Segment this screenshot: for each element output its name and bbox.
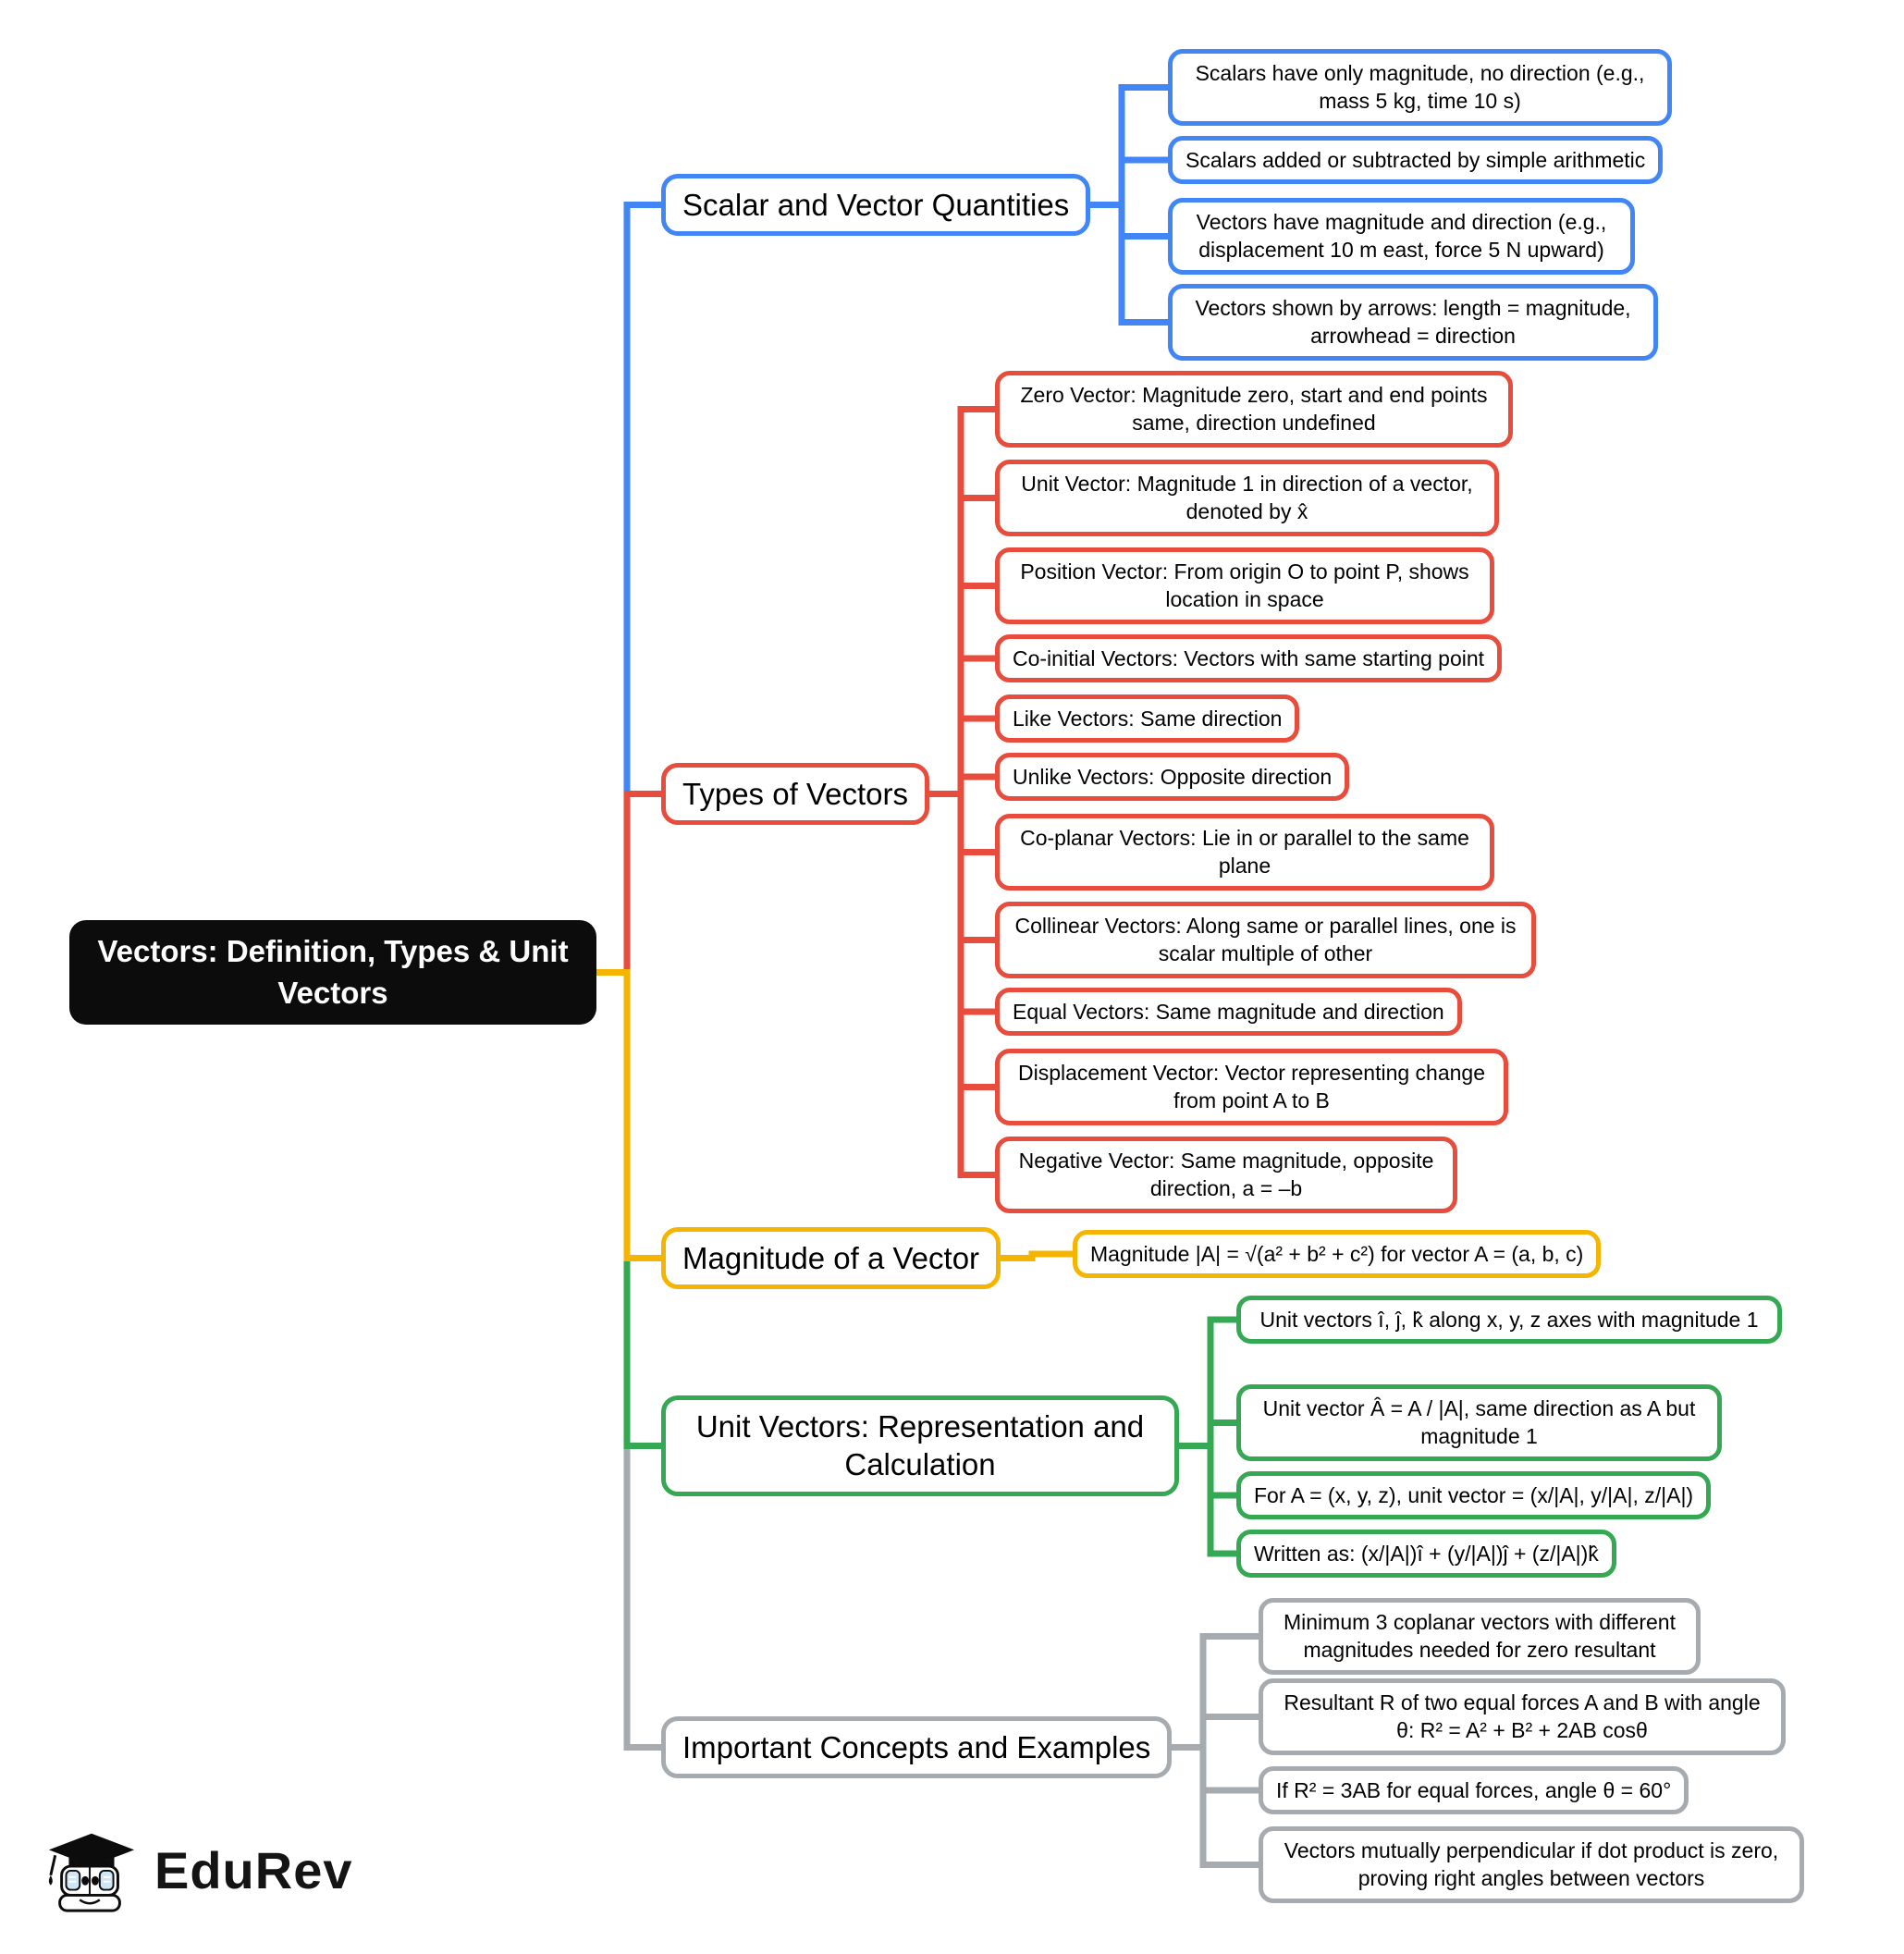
mindmap-child-node: Vectors shown by arrows: length = magnit… xyxy=(1168,284,1658,361)
mindmap-child-node: Collinear Vectors: Along same or paralle… xyxy=(995,902,1536,978)
mindmap-child-node: Equal Vectors: Same magnitude and direct… xyxy=(995,988,1462,1037)
mindmap-child-node: Co-planar Vectors: Lie in or parallel to… xyxy=(995,814,1494,891)
mindmap-child-node: Unit Vector: Magnitude 1 in direction of… xyxy=(995,460,1499,536)
mindmap-child-node: Unit vector Â = A / |A|, same direction … xyxy=(1236,1384,1722,1461)
mindmap-child-node: Minimum 3 coplanar vectors with differen… xyxy=(1259,1598,1701,1675)
mindmap-child-node: If R² = 3AB for equal forces, angle θ = … xyxy=(1259,1766,1689,1815)
edurev-logo[interactable]: EduRev xyxy=(42,1822,353,1919)
mindmap-child-node: Written as: (x/|A|)î + (y/|A|)ĵ + (z/|A|… xyxy=(1236,1530,1616,1579)
mindmap-child-node: Vectors mutually perpendicular if dot pr… xyxy=(1259,1826,1804,1903)
edurev-logo-icon xyxy=(42,1822,141,1919)
branch-label-important-concepts: Important Concepts and Examples xyxy=(661,1716,1173,1779)
mindmap-child-node: Unit vectors î, ĵ, k̂ along x, y, z axes… xyxy=(1236,1296,1782,1345)
branch-label-types-of-vectors: Types of Vectors xyxy=(661,763,929,826)
mindmap-child-node: Scalars have only magnitude, no directio… xyxy=(1168,49,1672,126)
mindmap-child-node: Position Vector: From origin O to point … xyxy=(995,547,1494,624)
mindmap-child-node: Zero Vector: Magnitude zero, start and e… xyxy=(995,371,1513,448)
mindmap-child-node: For A = (x, y, z), unit vector = (x/|A|,… xyxy=(1236,1471,1712,1520)
mindmap-child-node: Magnitude |A| = √(a² + b² + c²) for vect… xyxy=(1073,1230,1602,1279)
mindmap-child-node: Vectors have magnitude and direction (e.… xyxy=(1168,198,1635,275)
mindmap-child-node: Like Vectors: Same direction xyxy=(995,694,1300,744)
mindmap-child-node: Resultant R of two equal forces A and B … xyxy=(1259,1678,1786,1755)
edurev-logo-text: EduRev xyxy=(154,1841,353,1899)
mindmap-child-node: Negative Vector: Same magnitude, opposit… xyxy=(995,1137,1457,1213)
mindmap-child-node: Scalars added or subtracted by simple ar… xyxy=(1168,136,1664,185)
branch-label-scalar-and-vector-quantities: Scalar and Vector Quantities xyxy=(661,174,1091,237)
branch-label-unit-vectors-representation: Unit Vectors: Representation and Calcula… xyxy=(661,1395,1179,1496)
mindmap-child-node: Co-initial Vectors: Vectors with same st… xyxy=(995,634,1503,683)
mindmap-child-node: Unlike Vectors: Opposite direction xyxy=(995,753,1350,802)
central-topic-node: Vectors: Definition, Types & Unit Vector… xyxy=(69,920,596,1026)
branch-label-magnitude-of-a-vector: Magnitude of a Vector xyxy=(661,1227,1001,1290)
mindmap-child-node: Displacement Vector: Vector representing… xyxy=(995,1049,1508,1125)
